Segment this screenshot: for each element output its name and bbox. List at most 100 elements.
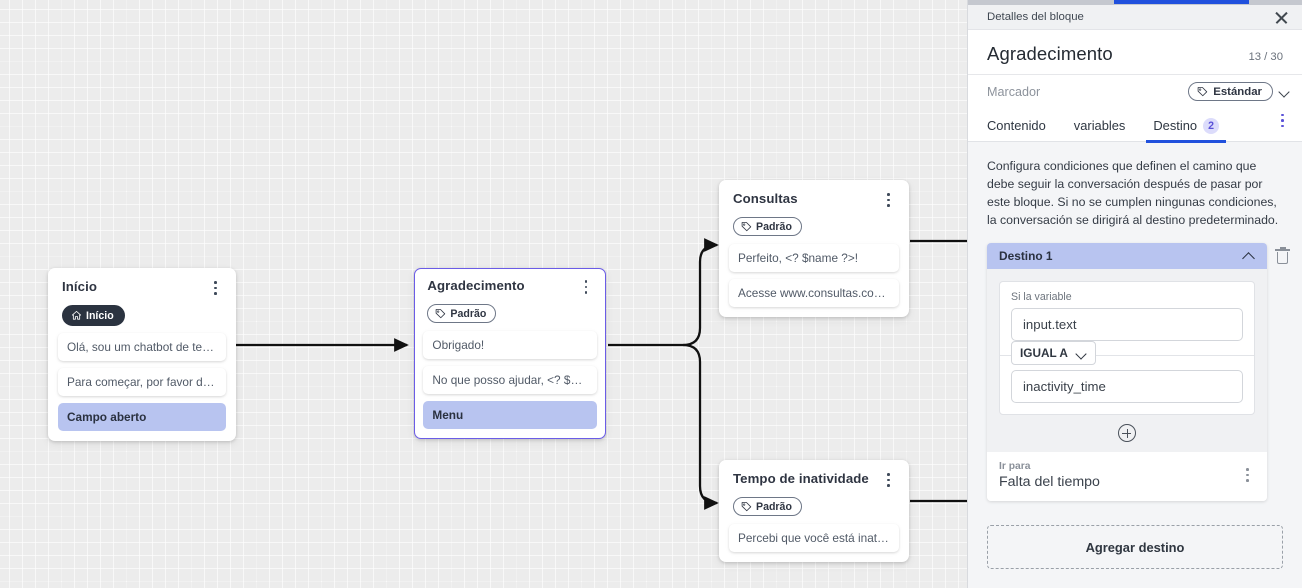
node-highlight-item[interactable]: Menu xyxy=(423,401,597,430)
marcador-value-label: Estándar xyxy=(1213,85,1262,98)
node-tempo-inatividade[interactable]: Tempo de inatividade Padrão Percebi que … xyxy=(719,460,909,562)
node-tag-row: Padrão xyxy=(729,490,899,523)
node-tag-inicio[interactable]: Início xyxy=(62,305,125,326)
close-icon[interactable] xyxy=(1273,9,1290,26)
chevron-down-icon[interactable] xyxy=(1279,88,1290,95)
chevron-up-icon[interactable] xyxy=(1242,252,1255,260)
node-header: Consultas xyxy=(729,191,899,210)
tab-label: Destino xyxy=(1153,117,1198,133)
node-title: Consultas xyxy=(733,191,798,206)
panel-top-progress-bar xyxy=(968,0,1302,5)
home-icon xyxy=(71,310,82,320)
node-message[interactable]: Acesse www.consultas.com par... xyxy=(729,279,899,307)
node-inicio[interactable]: Início Início Olá, sou um chatbot de tes… xyxy=(48,268,236,441)
operator-select[interactable]: IGUAL A xyxy=(1011,341,1096,366)
node-message[interactable]: Perfeito, <? $name ?>! xyxy=(729,244,899,272)
node-agradecimento[interactable]: Agradecimento Padrão Obrigado! No que po… xyxy=(414,268,606,439)
node-message[interactable]: Percebi que você está inativo. C... xyxy=(729,524,899,552)
marcador-row: Marcador Estándar xyxy=(968,74,1302,109)
tab-destino[interactable]: Destino 2 xyxy=(1146,109,1226,143)
panel-description: Configura condiciones que definen el cam… xyxy=(987,159,1279,228)
compare-value-input[interactable]: inactivity_time xyxy=(1011,370,1243,404)
node-title: Agradecimento xyxy=(427,278,525,294)
chevron-down-icon xyxy=(1076,350,1087,357)
node-header: Tempo de inatividade xyxy=(729,471,899,490)
tab-badge-count: 2 xyxy=(1203,117,1220,134)
page-title: Agradecimento xyxy=(987,43,1113,64)
node-message[interactable]: No que posso ajudar, <? $name ... xyxy=(423,366,597,395)
edge-agradecimento-inatividade xyxy=(682,343,719,510)
node-tag-padrao[interactable]: Padrão xyxy=(733,497,802,516)
tab-label: Contenido xyxy=(987,117,1046,133)
node-tag-padrao[interactable]: Padrão xyxy=(733,217,802,236)
panel-body: Configura condiciones que definen el cam… xyxy=(968,142,1302,588)
goto-label: Ir para xyxy=(999,461,1031,473)
node-messages: Olá, sou um chatbot de teste! Para começ… xyxy=(58,333,226,431)
node-menu-icon[interactable] xyxy=(880,192,896,210)
flow-canvas[interactable]: Início Início Olá, sou um chatbot de tes… xyxy=(0,0,968,588)
node-title: Tempo de inatividade xyxy=(733,471,869,486)
node-menu-icon[interactable] xyxy=(207,280,223,298)
panel-tabs: Contenido variables Destino 2 xyxy=(968,109,1302,143)
condition-box: Si la variable input.text IGUAL A inacti… xyxy=(999,281,1255,416)
node-messages: Percebi que você está inativo. C... xyxy=(729,524,899,552)
node-messages: Obrigado! No que posso ajudar, <? $name … xyxy=(423,331,597,430)
add-destination-button[interactable]: Agregar destino xyxy=(987,525,1283,570)
node-message[interactable]: Obrigado! xyxy=(423,331,597,360)
destination-header[interactable]: Destino 1 xyxy=(987,243,1267,270)
marcador-control-group: Estándar xyxy=(1188,82,1290,101)
goto-row[interactable]: Ir para Falta del tiempo xyxy=(987,452,1267,502)
tab-contenido[interactable]: Contenido xyxy=(987,109,1046,142)
node-tag-row: Padrão xyxy=(729,210,899,243)
tag-icon xyxy=(1197,87,1208,97)
node-menu-icon[interactable] xyxy=(880,472,896,490)
node-consultas[interactable]: Consultas Padrão Perfeito, <? $name ?>! … xyxy=(719,180,909,317)
node-tag-padrao[interactable]: Padrão xyxy=(427,304,497,324)
destination-card: Destino 1 Si la variable input.text IGUA… xyxy=(987,243,1267,502)
destination-section: Destino 1 Si la variable input.text IGUA… xyxy=(968,243,1302,502)
operator-label: IGUAL A xyxy=(1020,346,1068,361)
node-tag-label: Início xyxy=(86,309,114,322)
node-tag-label: Padrão xyxy=(756,500,792,513)
tag-icon xyxy=(741,502,752,512)
goto-text-group: Ir para Falta del tiempo xyxy=(999,461,1100,490)
destination-title: Destino 1 xyxy=(999,249,1053,264)
node-menu-icon[interactable] xyxy=(578,279,594,297)
variable-input[interactable]: input.text xyxy=(1011,308,1243,342)
edge-agradecimento-consultas xyxy=(608,238,719,347)
node-message[interactable]: Olá, sou um chatbot de teste! xyxy=(58,333,226,361)
node-highlight-item[interactable]: Campo aberto xyxy=(58,403,226,431)
marcador-value-chip[interactable]: Estándar xyxy=(1188,82,1273,101)
node-message[interactable]: Para começar, por favor digite o ... xyxy=(58,368,226,396)
tag-icon xyxy=(741,222,752,232)
node-messages: Perfeito, <? $name ?>! Acesse www.consul… xyxy=(729,244,899,307)
marcador-label: Marcador xyxy=(987,84,1041,99)
flow-edges xyxy=(236,238,968,510)
operator-row: IGUAL A xyxy=(1000,341,1254,370)
node-tag-row: Início xyxy=(58,298,226,332)
tag-icon xyxy=(436,309,446,319)
panel-title-row: Agradecimento 13 / 30 xyxy=(968,30,1302,74)
panel-header: Detalles del bloque xyxy=(968,5,1302,30)
tab-label: variables xyxy=(1073,117,1126,133)
block-details-panel: Detalles del bloque Agradecimento 13 / 3… xyxy=(967,0,1302,588)
node-tag-label: Padrão xyxy=(450,307,487,320)
plus-circle-icon[interactable] xyxy=(1118,424,1136,443)
node-header: Agradecimento xyxy=(423,278,596,297)
goto-value: Falta del tiempo xyxy=(999,474,1100,491)
node-tag-row: Padrão xyxy=(423,297,596,330)
trash-icon[interactable] xyxy=(1275,247,1290,265)
divider xyxy=(1000,355,1254,357)
tab-variables[interactable]: variables xyxy=(1074,109,1126,142)
node-title: Início xyxy=(62,279,98,294)
node-tag-label: Padrão xyxy=(756,220,792,233)
add-condition-row xyxy=(987,415,1267,452)
condition-label: Si la variable xyxy=(1011,291,1072,304)
trash-body xyxy=(1277,251,1288,264)
goto-menu-icon[interactable] xyxy=(1239,467,1255,485)
panel-overflow-menu-icon[interactable] xyxy=(1274,113,1290,131)
panel-header-title: Detalles del bloque xyxy=(987,11,1084,23)
char-counter: 13 / 30 xyxy=(1248,51,1283,63)
active-segment-indicator xyxy=(1114,0,1249,4)
